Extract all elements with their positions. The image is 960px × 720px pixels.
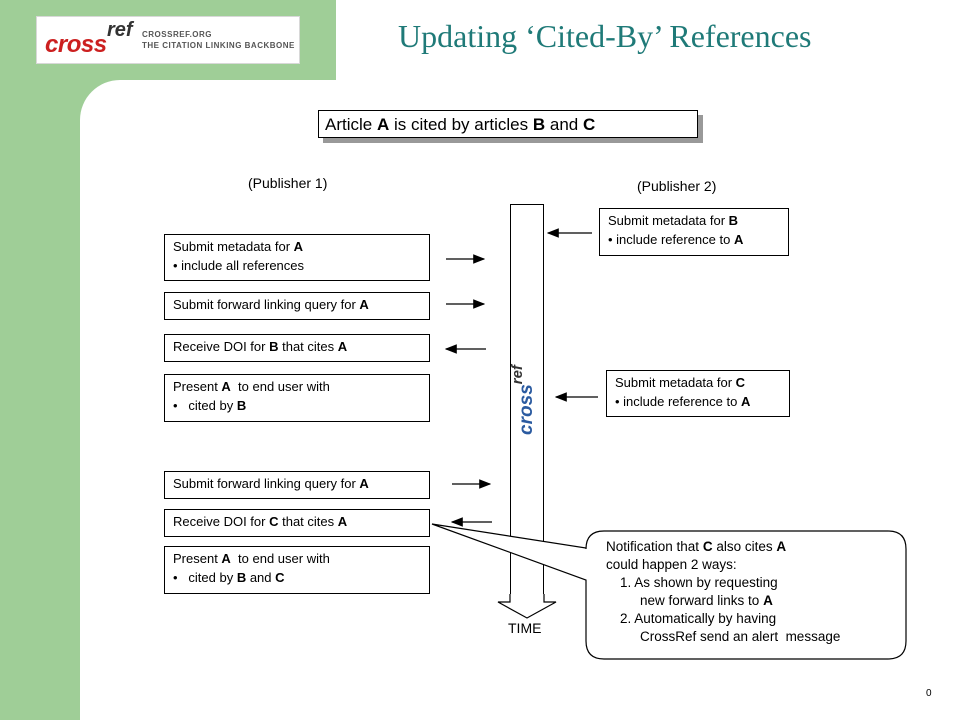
bold-text: A — [359, 476, 369, 491]
summary-box: Article A is cited by articles B and C — [318, 110, 698, 138]
text: Submit forward linking query for — [173, 476, 360, 491]
text: Submit metadata for — [615, 375, 736, 390]
bold-text: A — [740, 394, 751, 409]
logo-ref-text: ref — [107, 19, 133, 41]
text: could happen 2 ways: — [606, 557, 737, 572]
text: also cites — [712, 539, 777, 554]
text: and — [246, 570, 276, 585]
publisher-1-label: (Publisher 1) — [248, 175, 328, 191]
crossref-time-bar — [510, 204, 544, 594]
box-present-a-cited-b: Present A to end user with • cited by B — [164, 374, 430, 422]
text: Submit metadata for — [173, 239, 294, 254]
page-number: 0 — [926, 688, 932, 699]
text: Present — [173, 379, 222, 394]
bold-text: C — [735, 375, 746, 390]
bar-logo-cross: cross — [516, 384, 537, 435]
bar-crossref-logo: crossref — [509, 365, 538, 435]
summary-text-mid: is cited by articles — [389, 115, 533, 134]
bold-text: C — [702, 539, 713, 554]
bold-text: A — [776, 539, 787, 554]
text: to end user with — [230, 551, 330, 566]
publisher-2-label: (Publisher 2) — [637, 178, 717, 194]
bold-text: B — [728, 213, 739, 228]
text: new forward links to — [640, 593, 764, 608]
time-arrow-head — [497, 594, 557, 619]
text: • include all references — [173, 258, 305, 273]
text: • include reference to — [615, 394, 741, 409]
text: Receive DOI for — [173, 339, 270, 354]
summary-a: A — [376, 115, 390, 134]
green-sidebar — [0, 0, 80, 720]
bold-text: A — [763, 593, 773, 608]
bold-text: A — [293, 239, 304, 254]
text: • cited by — [173, 398, 237, 413]
text: 2. Automatically by having — [620, 611, 777, 626]
logo-line1: CROSSREF.ORG — [142, 30, 213, 39]
text: • cited by — [173, 570, 237, 585]
content-corner — [80, 80, 160, 160]
bold-text: B — [269, 339, 279, 354]
summary-b: B — [532, 115, 546, 134]
slide-title: Updating ‘Cited-By’ References — [398, 18, 812, 54]
bold-text: A — [337, 514, 348, 529]
box-forward-query-2: Submit forward linking query for A — [164, 471, 430, 499]
box-submit-metadata-a: Submit metadata for A • include all refe… — [164, 234, 430, 281]
text: Present — [173, 551, 222, 566]
bold-text: C — [269, 514, 279, 529]
bold-text: A — [359, 297, 369, 312]
summary-c: C — [582, 115, 596, 134]
text: Submit forward linking query for — [173, 297, 360, 312]
callout-text: Notification that C also cites A could h… — [606, 538, 840, 646]
logo-cross-text: cross — [45, 31, 107, 58]
text: that cites — [278, 339, 338, 354]
text: 1. As shown by requesting — [620, 575, 778, 590]
summary-text-pre: Article — [325, 115, 377, 134]
notification-callout — [431, 523, 907, 660]
bold-text: C — [275, 570, 285, 585]
time-label: TIME — [508, 620, 542, 636]
text: • include reference to — [608, 232, 734, 247]
box-receive-doi-c: Receive DOI for C that cites A — [164, 509, 430, 537]
text: Receive DOI for — [173, 514, 270, 529]
box-submit-metadata-c: Submit metadata for C • include referenc… — [606, 370, 790, 417]
bar-logo-ref: ref — [509, 365, 526, 385]
text: Notification that — [606, 539, 703, 554]
bold-text: A — [733, 232, 744, 247]
box-submit-metadata-b: Submit metadata for B • include referenc… — [599, 208, 789, 256]
box-present-a-cited-b-c: Present A to end user with • cited by B … — [164, 546, 430, 594]
text: CrossRef send an alert message — [640, 629, 841, 644]
crossref-logo: cross ref CROSSREF.ORG THE CITATION LINK… — [36, 16, 300, 64]
box-receive-doi-b: Receive DOI for B that cites A — [164, 334, 430, 362]
text: that cites — [278, 514, 338, 529]
summary-and: and — [545, 115, 583, 134]
box-forward-query-1: Submit forward linking query for A — [164, 292, 430, 320]
bold-text: A — [337, 339, 348, 354]
bold-text: B — [236, 570, 247, 585]
logo-line2: THE CITATION LINKING BACKBONE — [142, 41, 295, 50]
text: to end user with — [230, 379, 330, 394]
text: Submit metadata for — [608, 213, 729, 228]
bold-text: A — [221, 379, 231, 394]
bold-text: B — [236, 398, 247, 413]
bold-text: A — [221, 551, 231, 566]
